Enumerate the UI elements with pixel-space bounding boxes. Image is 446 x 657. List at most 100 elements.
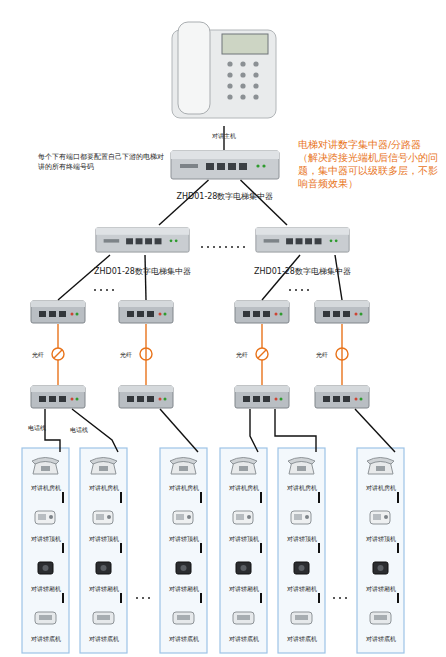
concentrator-box: ZHD01-28数字电梯集中器 xyxy=(95,225,190,255)
intercom-device: 对讲机房机 xyxy=(81,452,126,492)
connector-line xyxy=(318,593,320,603)
phone-line xyxy=(250,409,258,452)
intercom-device: 对讲轿顶机 xyxy=(81,503,126,543)
device-icon xyxy=(93,511,113,524)
connector-line xyxy=(260,593,262,603)
connector-line xyxy=(200,593,202,603)
device-icon xyxy=(93,612,114,624)
device-icon xyxy=(373,562,388,574)
phone-line xyxy=(45,409,60,452)
ellipsis-dots xyxy=(136,597,347,599)
connector-line xyxy=(120,543,122,553)
device-label: 对讲机房机 xyxy=(364,484,398,492)
intercom-device: 对讲轿厢机 xyxy=(161,553,206,593)
device-label: 对讲轿底机 xyxy=(285,635,319,643)
connector-line xyxy=(397,492,399,503)
fiber-coil-mark xyxy=(54,348,342,360)
phone-line xyxy=(355,409,395,452)
device-label: 对讲机房机 xyxy=(87,484,121,492)
device-icon xyxy=(294,562,309,574)
device-icons xyxy=(32,458,394,625)
concentrator-device xyxy=(171,151,279,179)
device-icon xyxy=(173,511,193,524)
callout-note: 电梯对讲数字集中器/分路器（解决跨接光端机后信号小的问题，集中器可以级联多层，不… xyxy=(298,138,440,190)
device-label: 对讲轿顶机 xyxy=(285,535,319,543)
elevator-panel xyxy=(160,448,207,653)
fiber-link xyxy=(52,324,348,385)
wire-label: 电话线 xyxy=(28,424,58,431)
device-icon xyxy=(35,612,56,624)
device-icon xyxy=(230,458,257,475)
note-text: 每个下有端口都要配置自己下游的电梯对讲的所有终端号码 xyxy=(38,152,168,172)
elevator-panel xyxy=(220,448,267,653)
fiber-transceiver xyxy=(315,301,369,323)
telephone-illustration xyxy=(172,22,276,118)
device-icon xyxy=(288,458,315,475)
device-label: 对讲轿顶机 xyxy=(87,535,121,543)
device-label: 对讲轿厢机 xyxy=(167,585,201,593)
device-label: 对讲机房机 xyxy=(285,484,319,492)
connector-line xyxy=(318,492,320,503)
device-icon xyxy=(370,612,391,624)
intercom-device: 对讲机房机 xyxy=(279,452,324,492)
connector-line xyxy=(260,543,262,553)
device-label: 对讲机房机 xyxy=(167,484,201,492)
elevator-panel xyxy=(80,448,127,653)
wire-label: 电话线 xyxy=(70,426,100,433)
elevator-panel xyxy=(22,448,404,653)
device-label: 对讲机房机 xyxy=(227,484,261,492)
device-icon xyxy=(90,458,117,475)
device-icon xyxy=(32,458,59,475)
elevator-panel xyxy=(22,448,69,653)
connector-line xyxy=(62,593,64,603)
phone-line xyxy=(45,409,395,452)
ellipsis-dots xyxy=(201,246,245,248)
fiber-transceiver xyxy=(235,301,289,323)
phone-line xyxy=(160,409,198,452)
device-icon xyxy=(233,511,253,524)
node-label: ZHD01-28数字电梯集中器 xyxy=(177,191,274,202)
device-label: 对讲轿底机 xyxy=(227,635,261,643)
concentrator-device xyxy=(256,228,349,252)
wire xyxy=(262,255,300,300)
device-icon xyxy=(233,612,254,624)
fiber-transceiver xyxy=(31,301,85,323)
device-label: 对讲轿厢机 xyxy=(87,585,121,593)
device-label: 对讲轿底机 xyxy=(29,635,63,643)
intercom-device: 对讲轿厢机 xyxy=(221,553,266,593)
device-icon xyxy=(38,562,53,574)
concentrator-box: ZHD01-28数字电梯集中器 xyxy=(255,225,350,255)
concentrator-device xyxy=(96,228,189,252)
connector-line xyxy=(260,492,262,503)
device-icon xyxy=(236,562,251,574)
device-label: 对讲轿顶机 xyxy=(364,535,398,543)
device-icon xyxy=(176,562,191,574)
device-label: 对讲机房机 xyxy=(29,484,63,492)
elevator-panel xyxy=(278,448,325,653)
connector-line xyxy=(62,492,64,503)
wire xyxy=(58,255,342,300)
connector-line xyxy=(120,593,122,603)
concentrator-box: ZHD01-28数字电梯集中器 xyxy=(170,150,280,180)
ellipsis-dots xyxy=(94,289,309,291)
device-label: 对讲轿底机 xyxy=(87,635,121,643)
telephone-host: 对讲主机 xyxy=(165,4,283,126)
fiber-label: 光纤 xyxy=(120,351,142,358)
intercom-device: 对讲轿底机 xyxy=(221,603,266,643)
fiber-label: 光纤 xyxy=(32,351,54,358)
device-icon xyxy=(170,458,197,475)
connector-line xyxy=(241,180,288,225)
device-icon xyxy=(291,511,311,524)
fiber-transceiver xyxy=(119,301,173,323)
device-label: 对讲轿厢机 xyxy=(227,585,261,593)
device-label: 对讲轿厢机 xyxy=(29,585,63,593)
device-icon xyxy=(367,458,394,475)
device-icon xyxy=(96,562,111,574)
phone-line xyxy=(275,409,316,452)
intercom-device: 对讲轿顶机 xyxy=(358,503,403,543)
connector-line xyxy=(159,180,209,225)
intercom-device: 对讲轿底机 xyxy=(23,603,68,643)
intercom-device: 对讲轿底机 xyxy=(81,603,126,643)
